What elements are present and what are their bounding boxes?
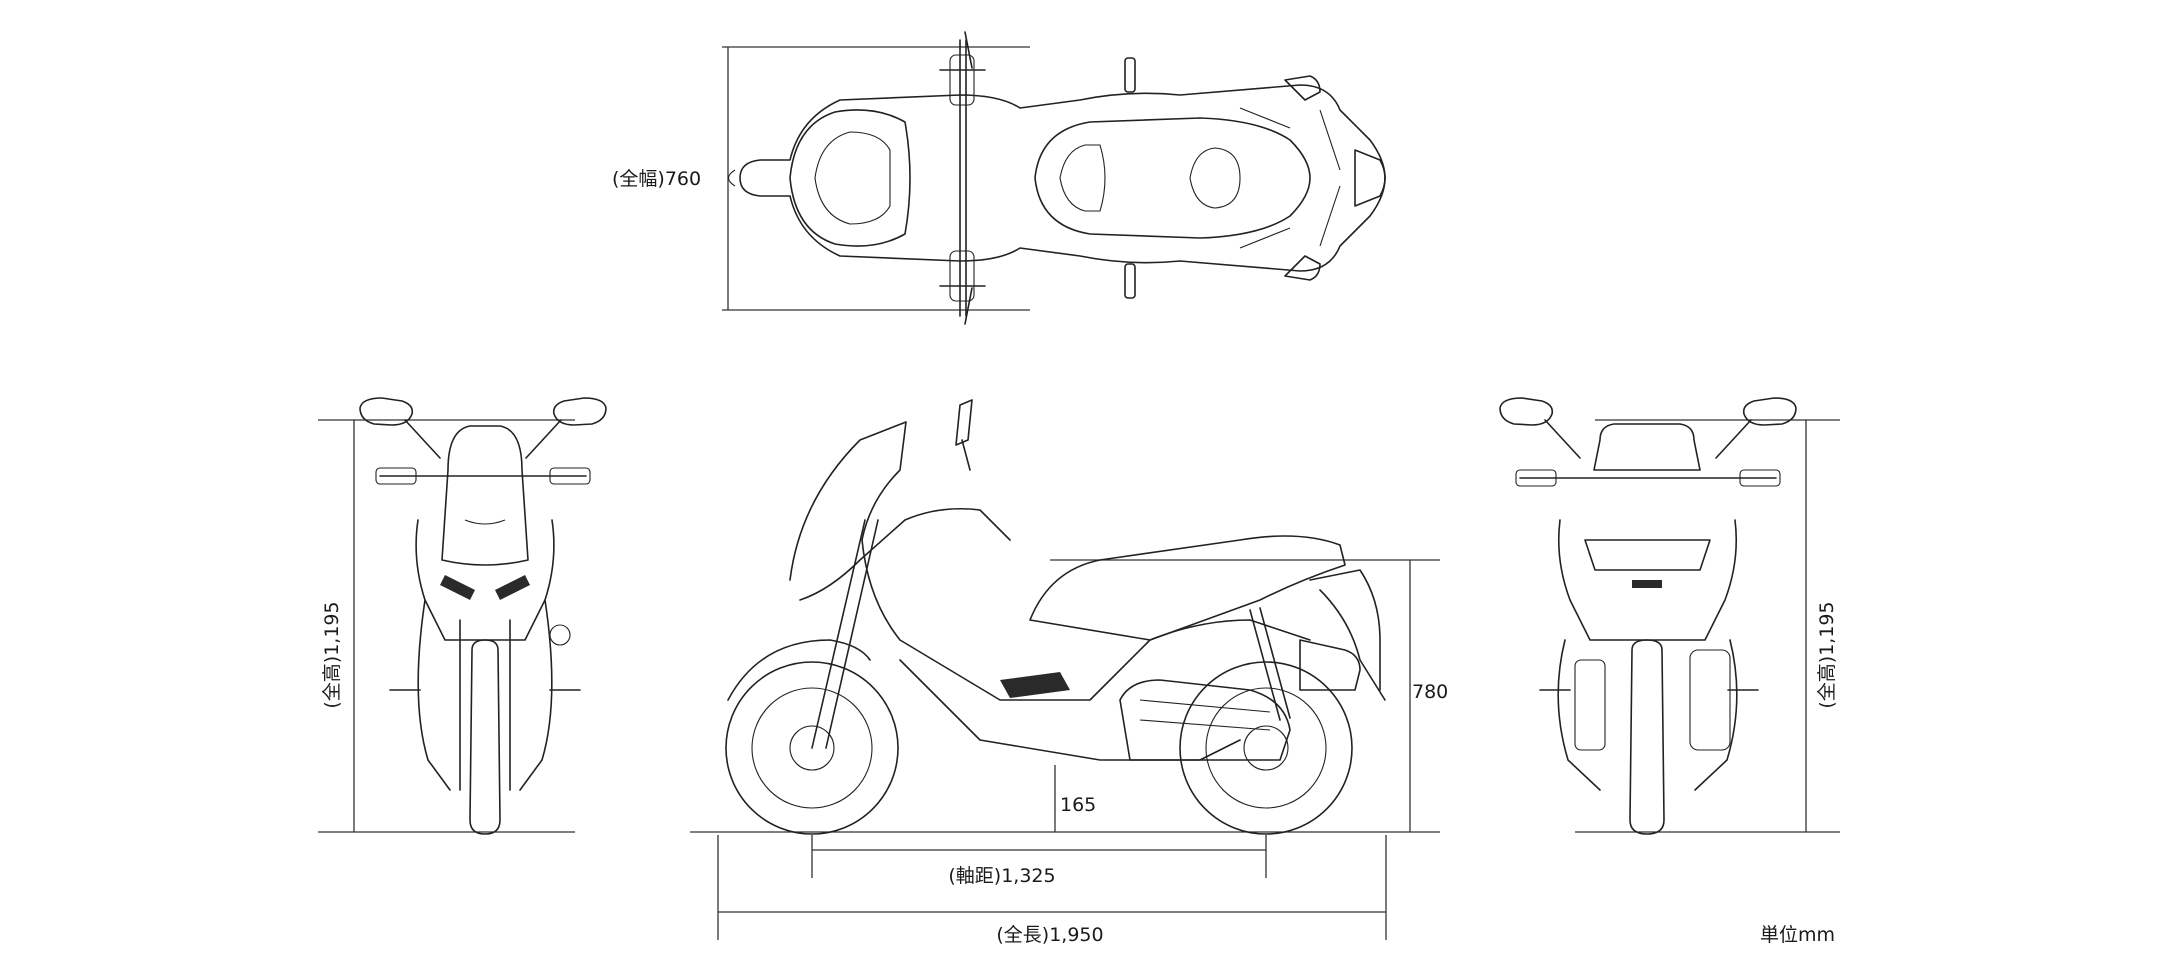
wheelbase-label: (軸距)1,325 [948,865,1055,887]
length-label: (全長)1,950 [996,924,1103,946]
side-view [690,399,1440,940]
front-view [318,397,607,835]
top-view [722,31,1386,325]
height-label-front: (全高)1,195 [321,601,343,708]
seat-height-label: 780 [1412,681,1448,703]
height-label-rear: (全高)1,195 [1816,601,1838,708]
width-label: (全幅)760 [612,168,701,190]
rear-view [1499,397,1840,835]
ground-clearance-label: 165 [1060,794,1096,816]
unit-label: 単位mm [1760,924,1835,946]
